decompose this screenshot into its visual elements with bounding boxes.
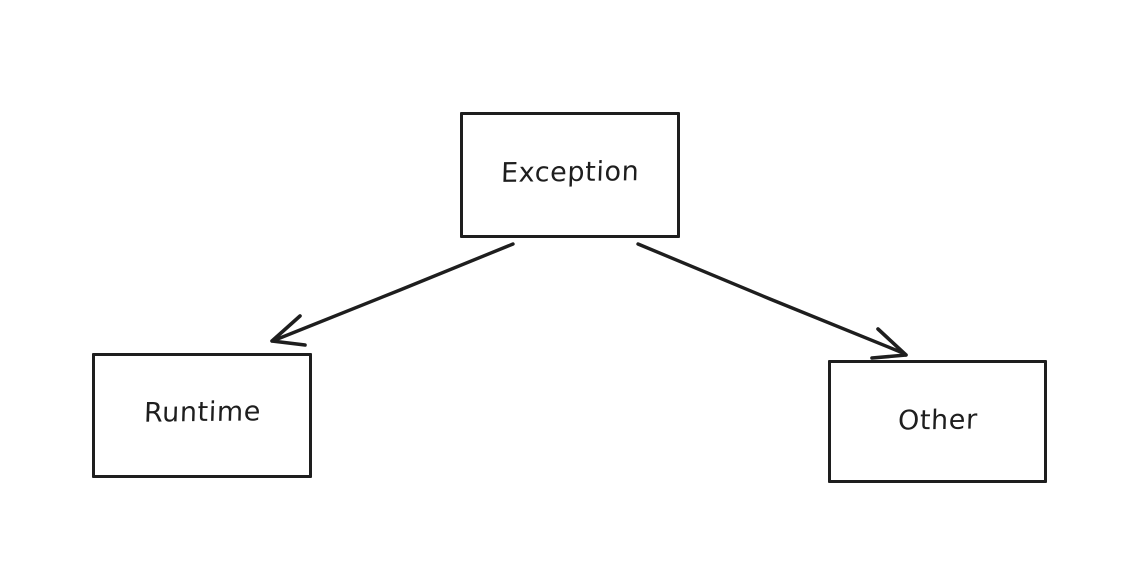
- node-exception[interactable]: Exception: [460, 112, 680, 238]
- arrowhead-open-v: [270, 314, 307, 347]
- node-exception-label: Exception: [500, 155, 640, 189]
- edge-line: [636, 242, 905, 355]
- edge-exception-to-runtime[interactable]: [270, 242, 515, 347]
- node-other[interactable]: Other: [828, 360, 1047, 483]
- arrowhead-open-v: [870, 327, 908, 360]
- node-runtime-label: Runtime: [142, 396, 261, 429]
- node-runtime[interactable]: Runtime: [92, 353, 312, 478]
- edge-exception-to-other[interactable]: [636, 242, 908, 360]
- edge-line: [273, 242, 515, 342]
- node-other-label: Other: [897, 404, 978, 436]
